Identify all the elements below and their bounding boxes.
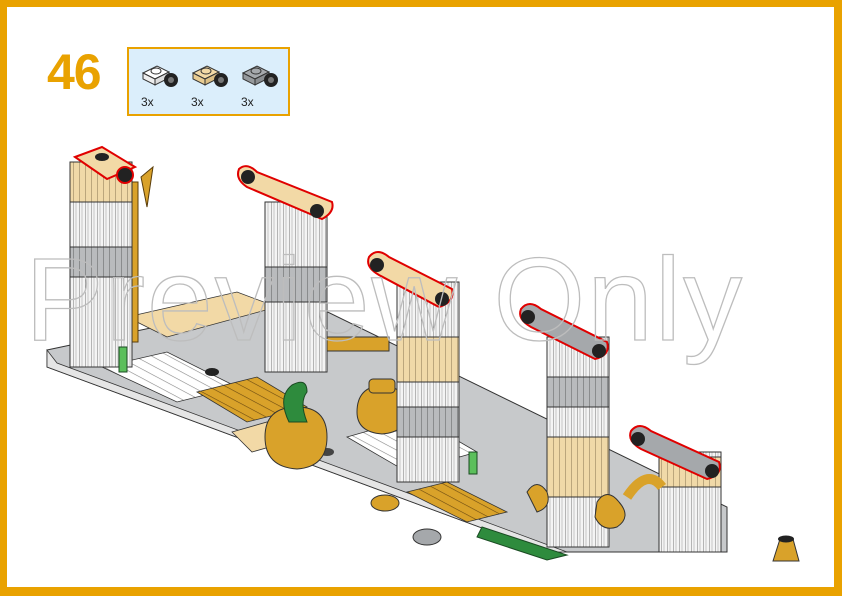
column-5 (629, 425, 722, 553)
instruction-page: 46 3x 3x (7, 7, 834, 587)
gray-clip-plate-icon (241, 65, 278, 87)
column-3 (367, 251, 460, 483)
part-gray-clip-plate: 3x (239, 59, 283, 109)
parts-callout: 3x 3x 3x (127, 47, 290, 116)
white-clip-plate-icon (141, 65, 178, 87)
column-2 (237, 165, 334, 373)
model-illustration (46, 145, 800, 562)
column-4 (519, 303, 610, 548)
gold-cone-part (772, 535, 800, 562)
green-plants (118, 346, 569, 561)
part-white-clip-plate: 3x (139, 59, 183, 109)
part-qty: 3x (191, 95, 204, 109)
part-qty: 3x (241, 95, 254, 109)
part-qty: 3x (141, 95, 154, 109)
column-1 (69, 145, 138, 368)
tan-clip-plate-icon (191, 65, 228, 87)
step-number: 46 (47, 44, 102, 100)
part-tan-clip-plate: 3x (189, 59, 233, 109)
gold-ornaments (526, 474, 666, 529)
